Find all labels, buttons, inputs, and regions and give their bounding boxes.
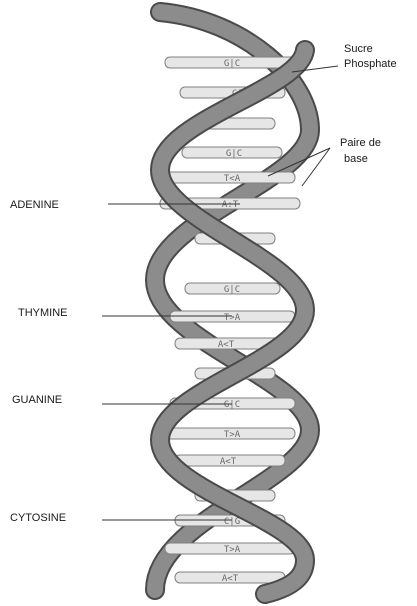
base-pair-label: G|C	[224, 285, 240, 295]
base-pair-label: T<A	[224, 174, 241, 184]
base-pair-label: G|C	[226, 149, 242, 159]
label-base: base	[344, 153, 368, 165]
base-pair-label: A:T	[222, 200, 239, 210]
base-pair-label: T>A	[224, 313, 241, 323]
base-pair-label: A<T	[218, 340, 235, 350]
label-thymine: THYMINE	[18, 307, 68, 319]
base-pair-label: T>A	[224, 545, 241, 555]
label-phosphate: Phosphate	[344, 58, 397, 70]
label-adenine: ADENINE	[10, 199, 59, 211]
base-pair-label: A<T	[220, 457, 237, 467]
base-pair-label: A<T	[222, 574, 239, 584]
base-pair-label: C|G	[224, 517, 240, 527]
label-paire-de: Paire de	[340, 137, 381, 149]
base-pair-label: T>A	[224, 430, 241, 440]
base-pair-label: G|C	[224, 400, 240, 410]
base-pair-label: G|C	[224, 59, 240, 69]
label-cytosine: CYTOSINE	[10, 512, 66, 524]
label-sucre: Sucre	[344, 43, 373, 55]
label-guanine: GUANINE	[12, 394, 62, 406]
